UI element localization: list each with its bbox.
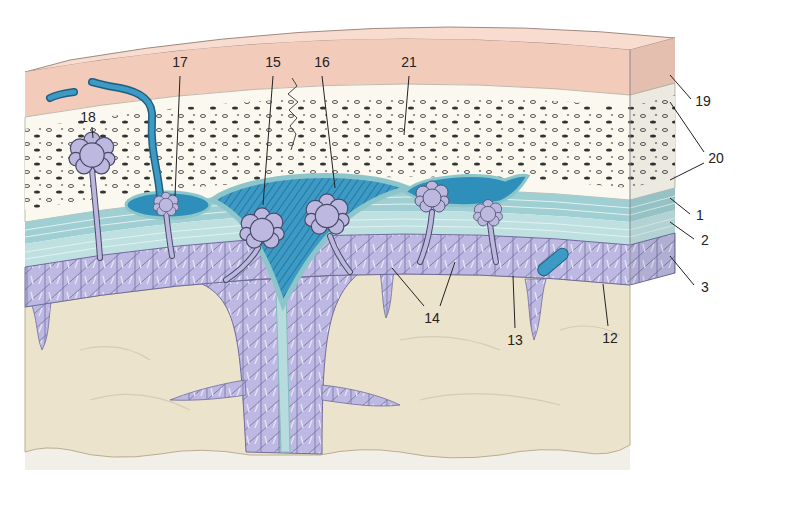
- callout-number: 14: [424, 310, 440, 326]
- scalp-vein-outline: [50, 92, 74, 98]
- label-anchor: 20: [708, 150, 724, 166]
- leader-line: [513, 276, 515, 328]
- sulcus: [322, 385, 400, 406]
- granulation-stalks: [92, 170, 496, 280]
- label-anchor: 1: [696, 207, 704, 223]
- arachnoid-granulation: [305, 194, 349, 234]
- leader-lines: [92, 75, 704, 328]
- label-anchor: 13: [507, 332, 523, 348]
- leader-line: [404, 76, 409, 135]
- bracket-lines: [670, 102, 704, 180]
- leader-line: [603, 284, 608, 326]
- sulcus: [525, 279, 546, 340]
- leader-line: [670, 198, 690, 214]
- arachnoid-granulation: [474, 200, 503, 226]
- cerebral-vein: [535, 246, 570, 278]
- callout-number: 13: [507, 332, 523, 348]
- callout-number: 1: [696, 207, 704, 223]
- sulcus: [380, 271, 394, 318]
- label-anchor: 17: [172, 54, 188, 70]
- leader-line: [670, 222, 694, 239]
- callout-number: 2: [701, 232, 709, 248]
- callout-number: 16: [314, 54, 330, 70]
- leader-line: [175, 76, 180, 196]
- callout-number: 18: [80, 109, 96, 125]
- leader-line: [322, 76, 335, 188]
- callout-number: 20: [708, 150, 724, 166]
- arachnoid-granulation: [240, 208, 284, 248]
- side-face-shade: [630, 38, 675, 285]
- arachnoid-granulation: [415, 181, 449, 212]
- falx-cerebri: [276, 290, 290, 452]
- label-anchor: 12: [602, 330, 618, 346]
- callout-number: 15: [265, 54, 281, 70]
- callout-number: 21: [401, 54, 417, 70]
- fissure-subarachnoid: [200, 274, 358, 454]
- label-anchor: 19: [695, 93, 711, 109]
- lateral-lacuna: [126, 192, 210, 218]
- leader-line: [263, 76, 273, 205]
- label-anchor: 2: [701, 232, 709, 248]
- label-anchor: 15: [265, 54, 281, 70]
- callout-number: 3: [701, 279, 709, 295]
- label-anchor: 14: [424, 310, 440, 326]
- meningeal-nerve: [288, 78, 298, 150]
- label-anchor: 3: [701, 279, 709, 295]
- leader-line: [92, 127, 93, 138]
- scalp-vein: [50, 92, 74, 98]
- leader-line: [670, 75, 691, 99]
- label-anchor: 16: [314, 54, 330, 70]
- callout-number: 17: [172, 54, 188, 70]
- sagittal-sinus: [212, 176, 408, 306]
- gyrus-line: [80, 326, 620, 410]
- callout-number: 19: [695, 93, 711, 109]
- leader-line: [670, 256, 694, 285]
- label-anchor: 21: [401, 54, 417, 70]
- callout-number: 12: [602, 330, 618, 346]
- brain-cortex: [25, 274, 630, 458]
- arachnoid-granulation: [69, 132, 115, 174]
- label-anchor: 18: [80, 109, 96, 125]
- bracket-lines: [392, 262, 455, 306]
- sulcus: [170, 380, 246, 400]
- block-edge: [630, 50, 631, 285]
